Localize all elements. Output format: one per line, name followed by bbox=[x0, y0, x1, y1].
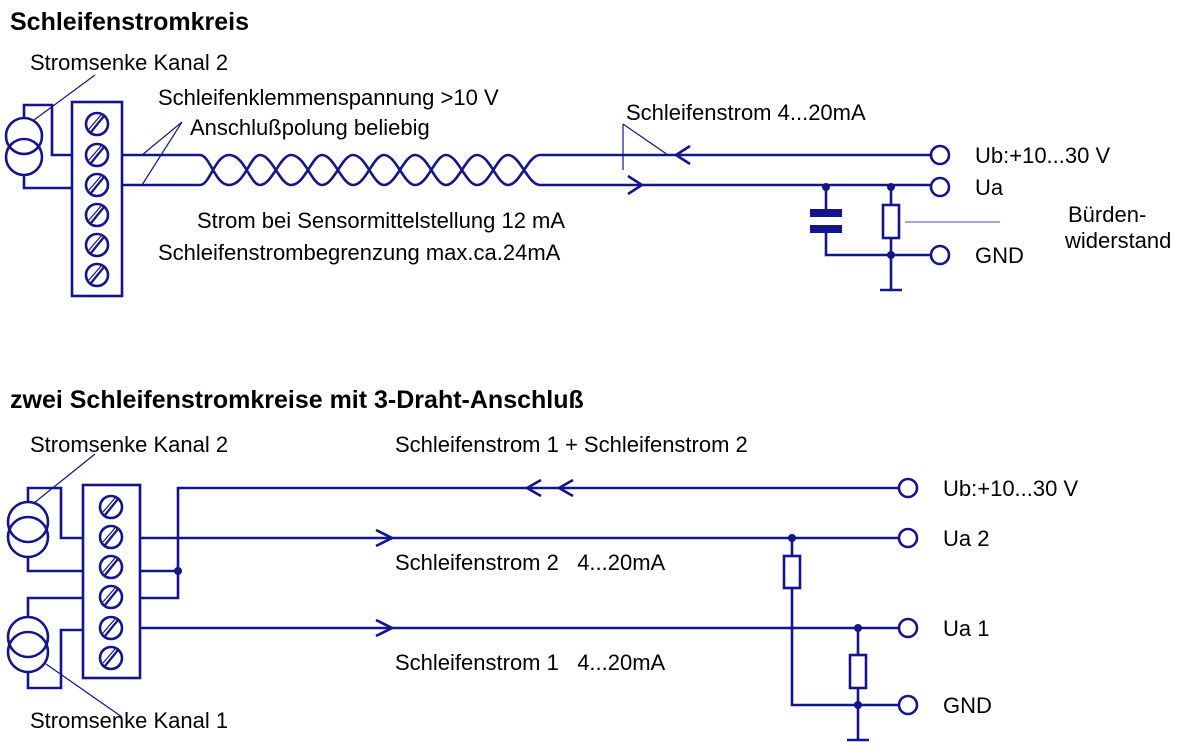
terminal-block bbox=[70, 100, 124, 298]
terminal-ua1 bbox=[897, 617, 919, 639]
terminal-label-ua: Ua bbox=[975, 175, 1004, 200]
current-leader-lines bbox=[622, 123, 669, 170]
terminal-block bbox=[81, 483, 142, 680]
source1-label: Stromsenke Kanal 1 bbox=[30, 708, 228, 733]
twisted-pair-wire bbox=[122, 153, 930, 187]
burden-label-2: widerstand bbox=[1064, 228, 1171, 253]
terminal-label-ub: Ub:+10...30 V bbox=[975, 143, 1110, 168]
terminal-ua2 bbox=[897, 527, 919, 549]
resistor-ua2-icon bbox=[782, 538, 900, 707]
polarity-note: Anschlußpolung beliebig bbox=[190, 115, 430, 140]
resistor-ua1-icon bbox=[847, 628, 869, 742]
terminal-gnd bbox=[929, 244, 951, 266]
loop-wires bbox=[140, 486, 900, 630]
terminal-ub bbox=[897, 477, 919, 499]
sum-current-label: Schleifenstrom 1 + Schleifenstrom 2 bbox=[395, 432, 748, 457]
top-circuit: Schleifenstromkreis Stromsenke Kanal 2 S… bbox=[4, 8, 1171, 298]
current-source-icon bbox=[4, 116, 44, 177]
terminal-ua bbox=[929, 176, 951, 198]
terminal-label-ua1: Ua 1 bbox=[943, 616, 989, 641]
voltage-note: Schleifenklemmenspannung >10 V bbox=[158, 85, 499, 110]
source-wires bbox=[22, 103, 72, 190]
current-direction-arrows bbox=[375, 478, 574, 638]
loop-current-label: Schleifenstrom 4...20mA bbox=[626, 100, 866, 125]
source-wires bbox=[26, 486, 83, 690]
bottom-title: zwei Schleifenstromkreise mit 3-Draht-An… bbox=[10, 386, 584, 414]
source2-label: Stromsenke Kanal 2 bbox=[30, 432, 228, 457]
mid-current-note: Strom bei Sensormittelstellung 12 mA bbox=[197, 208, 565, 233]
burden-label-1: Bürden- bbox=[1068, 202, 1146, 227]
bottom-circuit: zwei Schleifenstromkreise mit 3-Draht-An… bbox=[6, 386, 1078, 742]
terminal-label-ub: Ub:+10...30 V bbox=[943, 476, 1078, 501]
current1-label: Schleifenstrom 1 4...20mA bbox=[395, 650, 666, 675]
terminal-label-gnd: GND bbox=[975, 243, 1024, 268]
terminal-label-ua2: Ua 2 bbox=[943, 526, 989, 551]
top-title: Schleifenstromkreis bbox=[10, 8, 249, 36]
polarity-leader-lines bbox=[141, 121, 183, 186]
current2-label: Schleifenstrom 2 4...20mA bbox=[395, 550, 666, 575]
source-leader-lines bbox=[33, 453, 123, 718]
source-leader-line bbox=[33, 74, 96, 121]
current-source-1-icon bbox=[6, 615, 50, 674]
capacitor-icon bbox=[810, 187, 930, 257]
current-source-2-icon bbox=[6, 500, 50, 559]
current-limit-note: Schleifenstrombegrenzung max.ca.24mA bbox=[158, 240, 561, 265]
terminal-gnd bbox=[897, 694, 919, 716]
terminal-ub bbox=[929, 144, 951, 166]
terminal-label-gnd: GND bbox=[943, 693, 992, 718]
top-source-label: Stromsenke Kanal 2 bbox=[30, 50, 228, 75]
current-direction-arrows bbox=[627, 144, 691, 196]
burden-resistor-icon bbox=[880, 187, 902, 292]
